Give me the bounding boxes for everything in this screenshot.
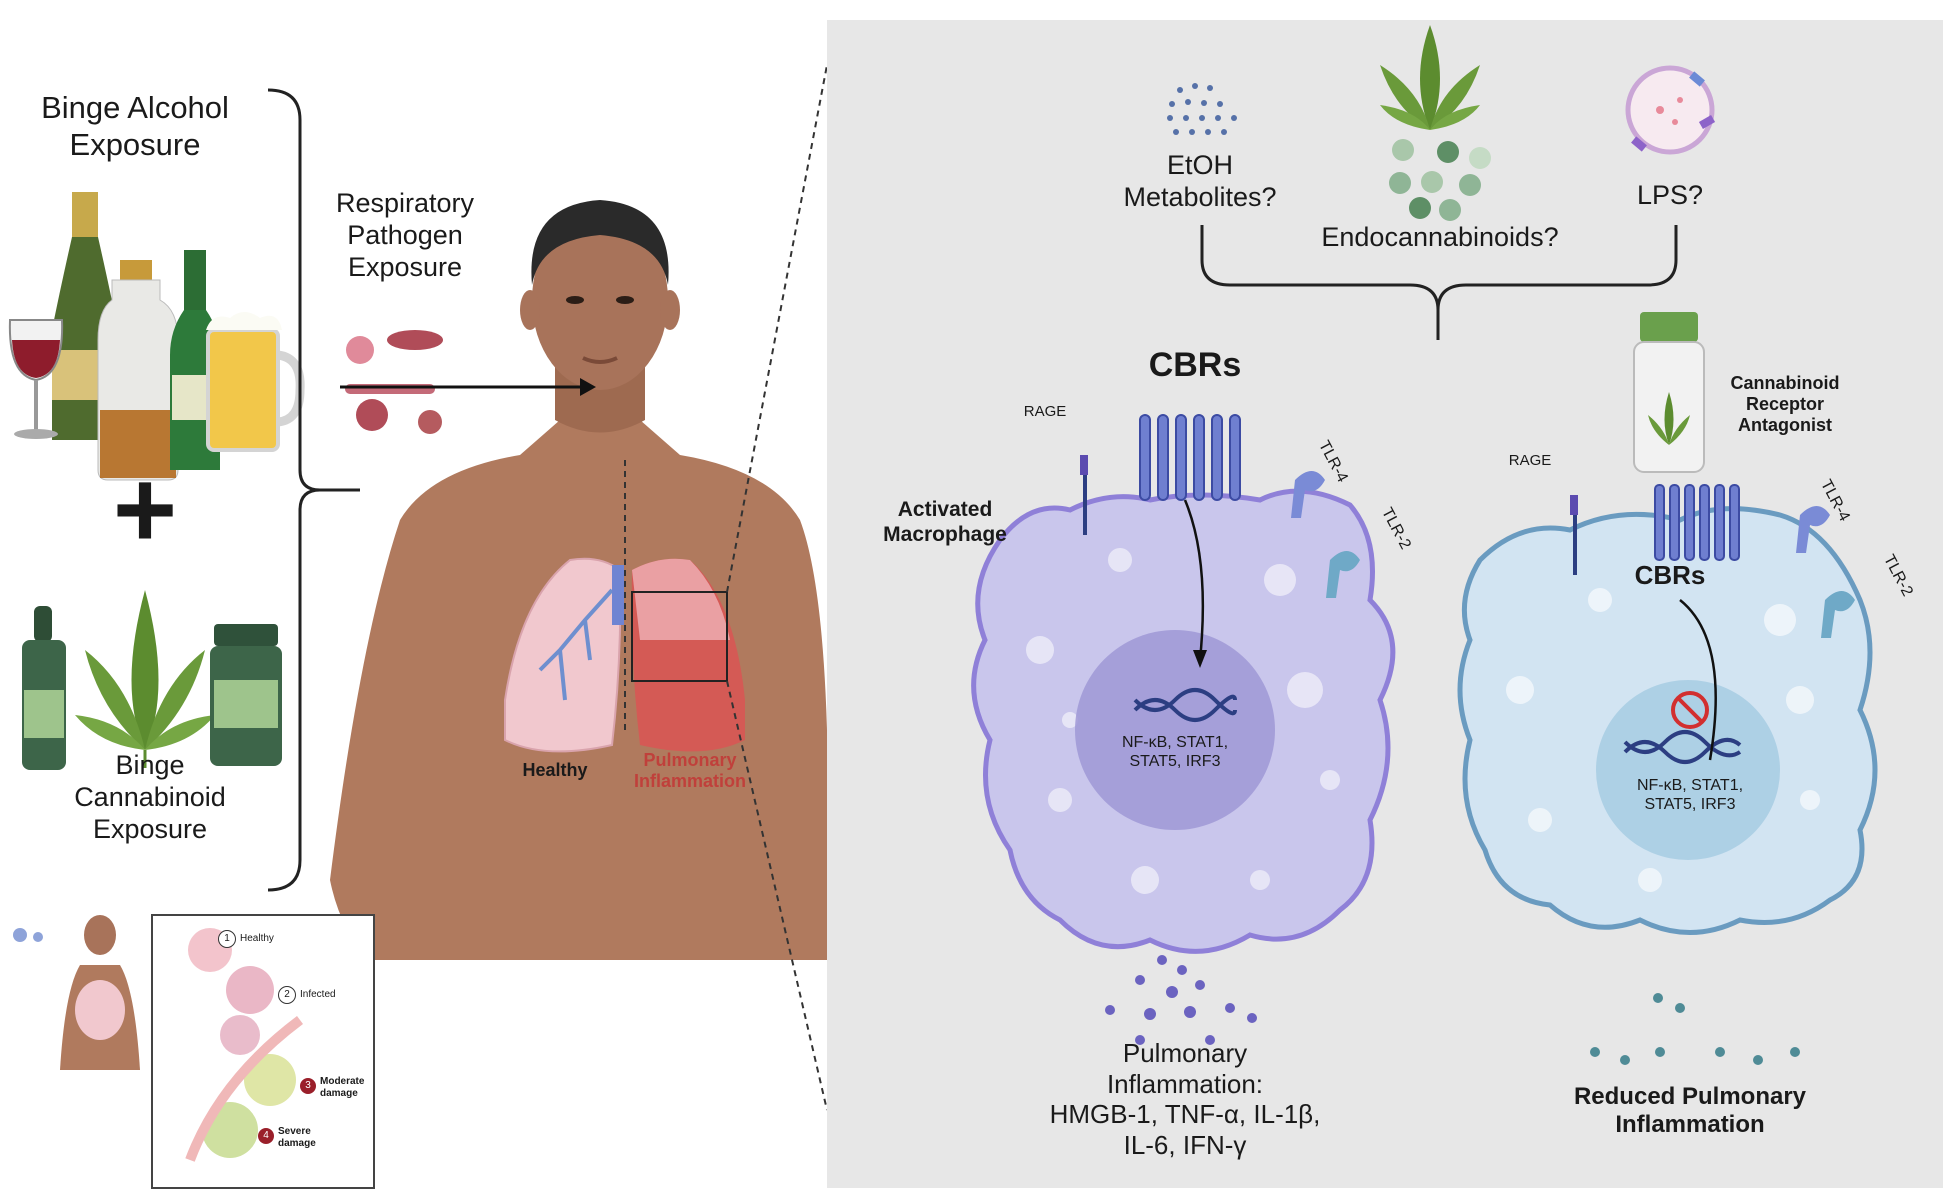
tf-label-left: NF-κB, STAT1, STAT5, IRF3 [1095, 734, 1255, 772]
macrophage-vacuoles-right [1506, 588, 1820, 892]
signal-arrow-right [1679, 599, 1717, 761]
step-1-badge: 1 [218, 930, 236, 948]
inflammation-line2: Inflammation: [1106, 1068, 1264, 1099]
binge-alcohol-line1: Binge Alcohol [41, 90, 229, 125]
antagonist-line2: Receptor [1745, 394, 1825, 415]
cytokine-dots-icon [1105, 955, 1257, 1045]
binge-cannabinoid-line3: Exposure [92, 813, 208, 844]
respiratory-pathogen-line2: Pathogen [347, 219, 463, 250]
tlr2-receptor-right-icon [1821, 591, 1855, 638]
trachea [612, 565, 624, 625]
tf-right-line2: STAT5, IRF3 [1644, 795, 1736, 813]
wine-glass-icon [8, 319, 64, 439]
zoom-line-top [726, 64, 828, 593]
inflamed-lung-label: Pulmonary Inflammation [625, 750, 755, 792]
cannabis-leaf-icon [75, 590, 215, 768]
respiratory-pathogen-line3: Exposure [347, 251, 463, 282]
cannabis-leaf-top-icon [1380, 25, 1480, 130]
cbrs-label-right: CBRs [1634, 560, 1706, 590]
cbr-receptor-right-icon [1654, 484, 1740, 561]
rage-receptor-right-icon [1570, 495, 1578, 575]
lps-vesicle-icon [1625, 65, 1716, 155]
signal-arrow-left [1183, 499, 1205, 661]
antagonist-jar-icon [1633, 312, 1705, 473]
reduced-inflammation-label: Reduced Pulmonary Inflammation [1540, 1083, 1840, 1140]
tf-right-line1: NF-κB, STAT1, [1636, 777, 1744, 794]
lps-label: LPS? [1636, 180, 1704, 210]
binge-cannabinoid-line2: Cannabinoid [74, 781, 226, 812]
etoh-label: EtOH Metabolites? [1100, 150, 1300, 214]
inflamed-lung-line1: Pulmonary [643, 750, 737, 770]
whiskey-bottle-icon [97, 260, 179, 481]
person-head [532, 210, 668, 390]
binge-alcohol-line2: Exposure [69, 126, 201, 162]
inflamed-lung-line2: Inflammation [633, 771, 746, 792]
step-4-badge: 4 [258, 1128, 274, 1144]
cbrs-label-main: CBRs [1148, 346, 1242, 384]
dropper-bottle-icon [22, 606, 66, 770]
step-1-label: Healthy [240, 933, 274, 944]
rage-label-left: RAGE [1023, 403, 1067, 420]
inflammation-cytokines-label: Pulmonary Inflammation: HMGB-1, TNF-α, I… [1015, 1038, 1355, 1161]
etoh-line2: Metabolites? [1123, 181, 1277, 212]
step-3-label2: damage [320, 1088, 358, 1099]
respiratory-pathogen-title: Respiratory Pathogen Exposure [300, 188, 510, 284]
step-4-label2: damage [278, 1138, 316, 1149]
tlr4-receptor-left-icon [1291, 471, 1325, 518]
antagonist-line3: Antagonist [1738, 415, 1832, 436]
nucleus-left [1075, 630, 1275, 830]
person-hair [531, 200, 669, 285]
step-2-label: Infected [300, 989, 336, 1000]
small-person-illustration [13, 915, 140, 1070]
healthy-lung [504, 557, 622, 753]
activated-line1: Activated [897, 498, 993, 521]
reduced-cytokine-dots-icon [1590, 993, 1800, 1065]
cannabis-products-illustration [22, 590, 282, 770]
reduced-line2: Inflammation [1615, 1111, 1765, 1139]
antagonist-label: Cannabinoid Receptor Antagonist [1700, 373, 1870, 437]
zoom-square [631, 591, 728, 682]
nucleus-right [1596, 680, 1780, 860]
reduced-line1: Reduced Pulmonary [1573, 1083, 1807, 1110]
step-2-badge: 2 [278, 986, 296, 1004]
rage-label-right: RAGE [1508, 452, 1552, 469]
tlr2-receptor-left-icon [1326, 551, 1360, 598]
tlr4-receptor-right-icon [1796, 506, 1830, 553]
macrophage-vacuoles-left [1026, 548, 1340, 894]
inflammation-line3: HMGB-1, TNF-α, IL-1β, [1049, 1099, 1321, 1130]
healthy-lung-label: Healthy [522, 760, 588, 780]
cbr-receptor-left-icon [1139, 414, 1241, 501]
step-3-badge: 3 [300, 1078, 316, 1094]
inhibition-icon [1671, 691, 1709, 729]
zoom-line-bottom [726, 680, 828, 1111]
activated-macrophage-label: Activated Macrophage [860, 498, 1030, 548]
tf-label-right: NF-κB, STAT1, STAT5, IRF3 [1605, 777, 1775, 815]
pill-jar-icon [210, 624, 282, 766]
step-3-label1: Moderate [320, 1076, 365, 1087]
inflammation-line4: IL-6, IFN-γ [1123, 1130, 1247, 1161]
etoh-line1: EtOH [1166, 150, 1233, 180]
step-4-label1: Severe [278, 1126, 311, 1137]
tf-left-line1: NF-κB, STAT1, [1121, 734, 1229, 751]
tf-left-line2: STAT5, IRF3 [1129, 752, 1221, 770]
alcohol-bottles-illustration [8, 192, 305, 481]
plus-sign: + [112, 448, 178, 571]
endocannabinoid-spheres-icon [1389, 139, 1491, 221]
endocannabinoids-label: Endocannabinoids? [1321, 222, 1559, 252]
binge-alcohol-title: Binge Alcohol Exposure [20, 90, 250, 163]
binge-cannabinoid-title: Binge Cannabinoid Exposure [35, 750, 265, 846]
binge-cannabinoid-line1: Binge [115, 750, 185, 780]
activated-line2: Macrophage [883, 522, 1007, 546]
rage-receptor-left-icon [1080, 455, 1088, 535]
dna-helix-left-icon [1133, 688, 1237, 722]
antagonist-line1: Cannabinoid [1730, 373, 1840, 393]
respiratory-pathogen-line1: Respiratory [335, 188, 475, 218]
etoh-metabolite-dots-icon [1167, 83, 1237, 135]
inflammation-line1: Pulmonary [1122, 1038, 1248, 1068]
convergence-bracket [1200, 225, 1678, 340]
dna-helix-right-icon [1623, 730, 1742, 764]
